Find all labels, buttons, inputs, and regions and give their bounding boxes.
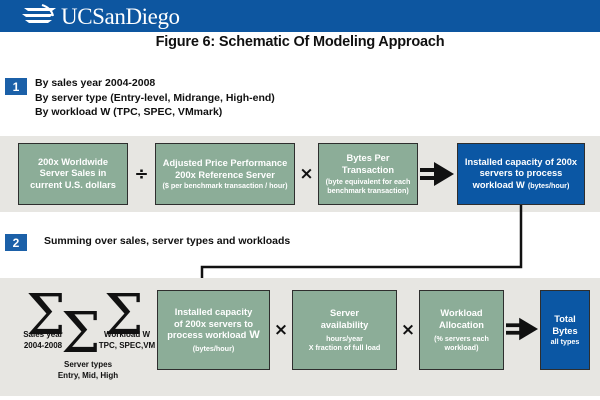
step-badge-1: 1 xyxy=(5,78,27,95)
row1-box4-bold-tail: workload W xyxy=(472,179,525,190)
row2-box2-subtext: hours/year X fraction of full load xyxy=(308,333,381,352)
step-badge-2: 2 xyxy=(5,234,27,251)
step-2-description: Summing over sales, server types and wor… xyxy=(44,235,291,247)
row2-box2-text: Server availability xyxy=(320,308,369,330)
row2-box-total-bytes: Total Bytes all types xyxy=(540,290,590,370)
row1-box3-subtext: (byte equivalent for each benchmark tran… xyxy=(325,176,411,195)
sigma-symbol-sales-year: Σ xyxy=(26,283,66,348)
row2-box-server-availability: Server availability hours/year X fractio… xyxy=(292,290,397,370)
row2-equals-arrow-icon xyxy=(506,317,538,341)
step-1-line-1: By sales year 2004-2008 xyxy=(35,77,156,89)
row1-box4-text: Installed capacity of 200x servers to pr… xyxy=(464,156,578,179)
sigma-caption-workload: Workload W TPC, SPEC,VM xyxy=(98,330,156,350)
row2-box3-text: Workload Allocation xyxy=(439,308,484,330)
row1-box2-text: Adjusted Price Performance 200x Referenc… xyxy=(162,157,288,180)
row1-box3-text: Bytes Per Transaction xyxy=(341,153,395,175)
row2-operator-multiply-2: × xyxy=(400,320,416,340)
row1-equals-arrow-icon xyxy=(420,162,454,186)
row2-box4-subtext: all types xyxy=(550,337,580,347)
page-title: Figure 6: Schematic Of Modeling Approach xyxy=(155,34,445,50)
row1-box-bytes-per-transaction: Bytes Per Transaction (byte equivalent f… xyxy=(318,143,418,205)
row1-box2-subtext: ($ per benchmark transaction / hour) xyxy=(162,181,288,191)
row1-box4-units: (bytes/hour) xyxy=(527,180,570,190)
step-1-description: By sales year 2004-2008 By server type (… xyxy=(35,76,275,120)
row1-box1-text: 200x Worldwide Server Sales in current U… xyxy=(30,156,116,190)
row2-box1-subtext: (bytes/hour) xyxy=(192,343,235,353)
uc-san-diego-trident-icon xyxy=(22,4,56,23)
row1-box-adjusted-price-performance: Adjusted Price Performance 200x Referenc… xyxy=(155,143,295,205)
row1-box-installed-capacity: Installed capacity of 200x servers to pr… xyxy=(457,143,585,205)
header-rule xyxy=(0,30,600,32)
logo-wordmark: UCSanDiego xyxy=(61,3,180,29)
step-1-line-2: By server type (Entry-level, Midrange, H… xyxy=(35,91,275,104)
sigma-caption-sales-year: Sales year 2004-2008 xyxy=(23,330,63,350)
row1-operator-divide: ÷ xyxy=(134,164,149,184)
sigma-symbol-workload: Σ xyxy=(104,283,144,348)
row2-box-workload-allocation: Workload Allocation (% servers each work… xyxy=(419,290,504,370)
row1-operator-multiply: × xyxy=(299,164,314,184)
sigma-symbol-server-types: Σ xyxy=(61,301,101,366)
row2-operator-multiply-1: × xyxy=(273,320,289,340)
row2-box3-subtext: (% servers each workload) xyxy=(434,333,489,352)
uc-san-diego-logo: UCSanDiego xyxy=(22,1,180,29)
sigma-caption-server-types: Server types Entry, Mid, High xyxy=(57,360,119,380)
step-1-line-3: By workload W (TPC, SPEC, VMmark) xyxy=(35,106,223,118)
header-band xyxy=(0,0,600,30)
row1-box-worldwide-server-sales: 200x Worldwide Server Sales in current U… xyxy=(18,143,128,205)
row2-box4-text: Total Bytes xyxy=(552,313,578,336)
